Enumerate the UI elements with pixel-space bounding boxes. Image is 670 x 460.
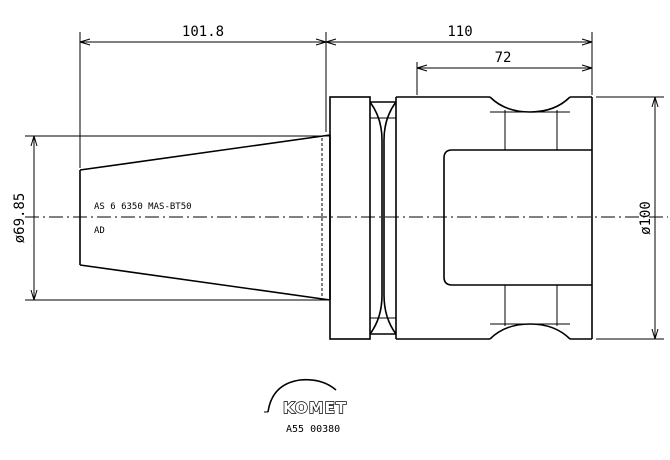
dimension-taper-diameter: ø69.85	[12, 135, 330, 301]
dimension-inner-length: 72	[416, 50, 593, 95]
standard-annotation: AS 6 6350 MAS-BT50	[94, 202, 192, 212]
dimension-label-100: ø100	[638, 201, 654, 235]
flange	[329, 96, 397, 340]
part-number: A55 00380	[286, 424, 340, 435]
logo-arc	[267, 378, 337, 413]
dimension-overall-length: 110	[325, 24, 593, 95]
dimension-body-diameter: ø100	[596, 96, 664, 340]
dimension-label-110: 110	[447, 24, 472, 40]
dimension-label-72: 72	[495, 50, 512, 66]
logo-brand: KOMET	[283, 399, 347, 417]
dimension-label-101-8: 101.8	[182, 24, 224, 40]
dimension-taper-length: 101.8	[79, 24, 327, 168]
form-annotation: AD	[94, 226, 105, 236]
komet-logo: KOMET A55 00380	[264, 378, 347, 435]
holder-body	[395, 96, 593, 340]
dimension-label-69-85: ø69.85	[12, 193, 28, 244]
